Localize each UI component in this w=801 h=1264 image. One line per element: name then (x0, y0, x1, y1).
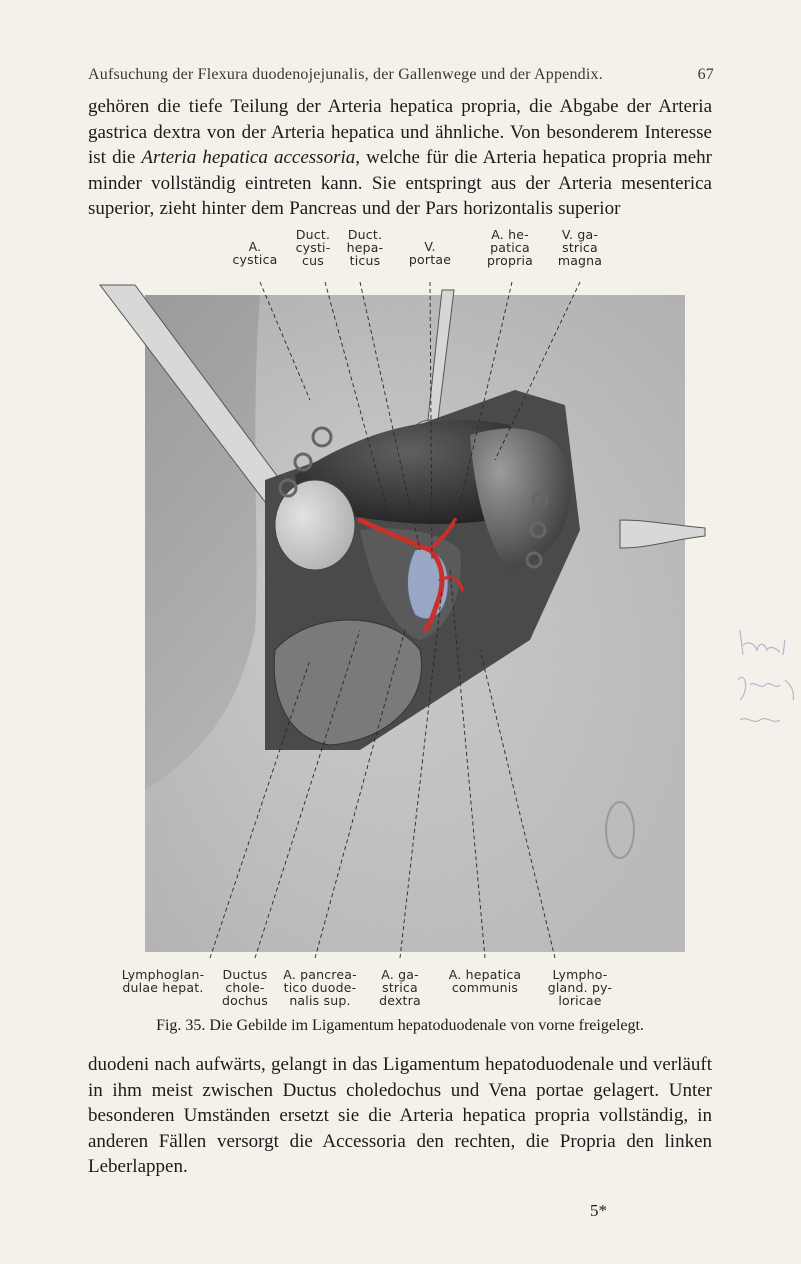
clamp-1 (311, 426, 333, 448)
label-a-hepatica-communis: A. hepatica communis (448, 967, 522, 995)
label-duct-cysticus: Duct. cysti- cus (295, 227, 331, 268)
signature-mark: 5* (590, 1201, 607, 1220)
paragraph-top-part2: , welche für die Arteria hepatica propri… (88, 147, 712, 219)
label-a-gastrica-dextra: A. ga- strica dextra (379, 967, 421, 1008)
clamp-2 (293, 452, 313, 472)
arteria-gastrica-dextra (438, 576, 464, 592)
clamp-6 (525, 551, 543, 569)
arteria-hepatica-propria (428, 518, 457, 552)
anatomical-figure: A. cystica Duct. cysti- cus Duct. hepa- … (60, 227, 740, 1030)
retractor-right (619, 519, 706, 549)
stomach (470, 428, 571, 570)
gallbladder (274, 479, 356, 571)
running-head: Aufsuchung der Flexura duodenojejunalis,… (88, 66, 714, 84)
duodenum (273, 619, 422, 746)
handwritten-margin-note (737, 629, 795, 723)
liver (295, 420, 522, 525)
clamp-3 (278, 478, 298, 498)
figure-illustration (98, 281, 706, 959)
running-head-title: Aufsuchung der Flexura duodenojejunalis,… (88, 66, 603, 83)
leader-lines-bottom (209, 569, 556, 959)
label-lympho-gland-pyloricae: Lympho- gland. py- loricae (547, 967, 613, 1008)
paragraph-top-part1: gehören die tiefe Teilung der Arteria he… (88, 96, 712, 168)
label-a-pancreaticoduodenalis: A. pancrea- tico duode- nalis sup. (283, 967, 357, 1008)
label-ductus-choledochus: Ductus chole- dochus (221, 967, 268, 1008)
paragraph-bottom: duodeni nach aufwärts, gelangt in das Li… (88, 1054, 712, 1177)
label-a-cystica: A. cystica (232, 239, 278, 267)
paragraph-top-italic: Arteria hepatica accessoria (141, 147, 356, 168)
label-lymphoglandulae-hepat: Lymphoglan- dulae hepat. (121, 967, 205, 995)
clamp-5 (529, 521, 547, 539)
paragraph-top: gehören die tiefe Teilung der Arteria he… (88, 94, 712, 222)
label-v-portae: V. portae (408, 239, 452, 267)
label-a-hepatica-propria: A. he- patica propria (486, 227, 534, 268)
label-duct-hepaticus: Duct. hepa- ticus (346, 227, 384, 268)
leader-lines-top (259, 281, 581, 561)
label-v-gastrica-magna: V. ga- strica magna (557, 227, 603, 268)
figure-caption: Fig. 35. Die Gebilde im Ligamentum hepat… (156, 1017, 644, 1034)
navel (605, 801, 635, 859)
clamp-4 (531, 491, 549, 509)
page-number: 67 (697, 66, 714, 83)
arteria-hepatica (357, 517, 445, 633)
